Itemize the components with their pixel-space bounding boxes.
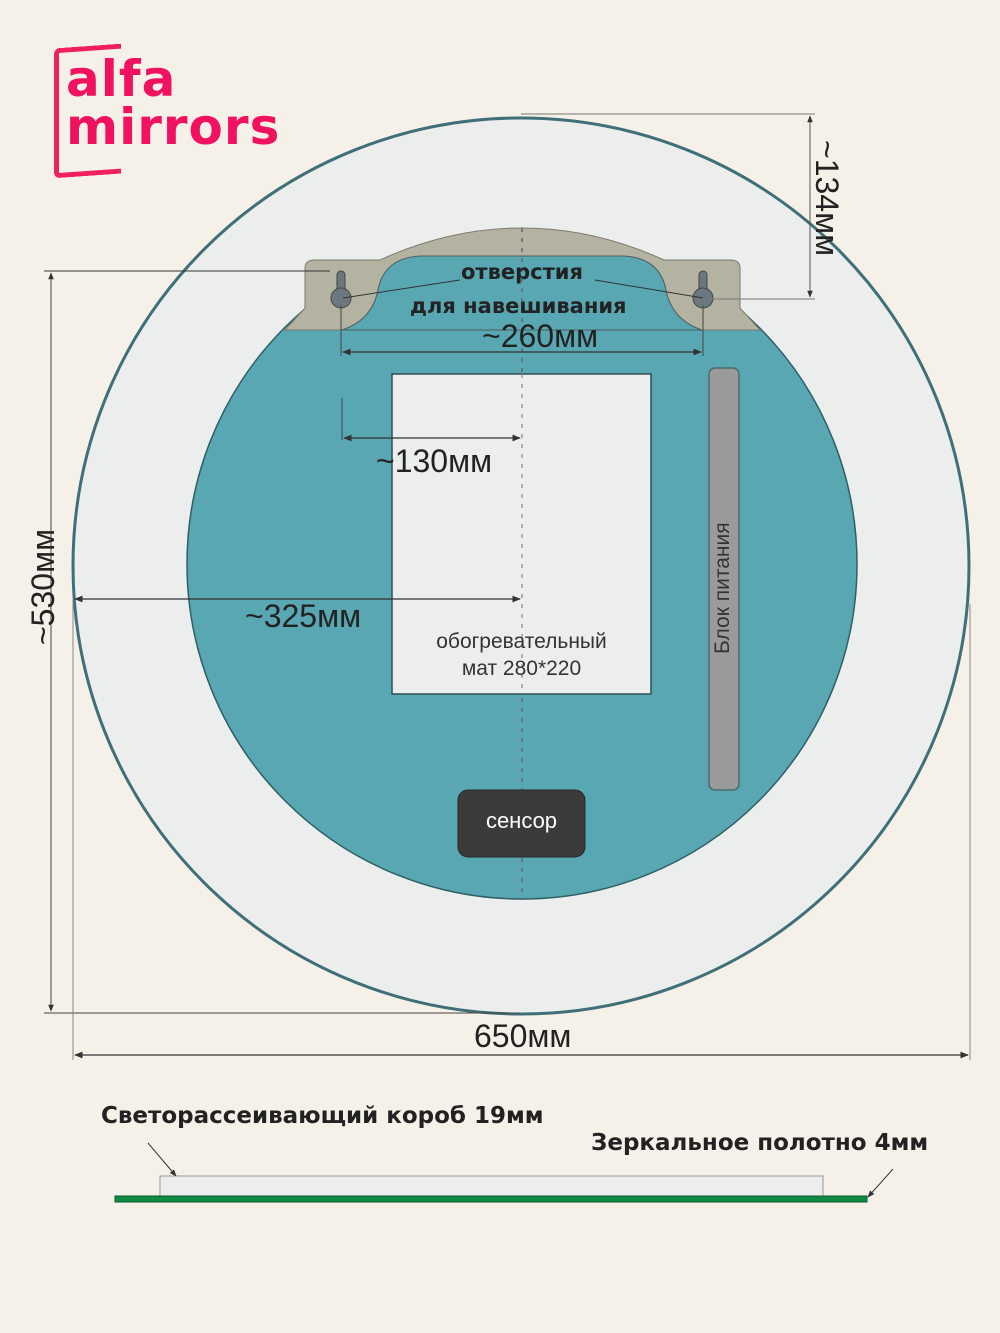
mount-holes-label-2: для навешивания xyxy=(410,294,627,318)
dim-325-label: ~325мм xyxy=(245,598,362,634)
keyhole-left-icon xyxy=(330,270,352,309)
dim-260-label: ~260мм xyxy=(482,318,599,354)
brand-logo: alfa mirrors xyxy=(52,42,322,179)
dim-134-label: ~134мм xyxy=(809,140,845,257)
mirror-sheet-side xyxy=(114,1195,868,1203)
logo-text-alfa: alfa xyxy=(66,50,177,108)
diffuser-box-side xyxy=(159,1175,824,1198)
power-block xyxy=(708,367,740,791)
dim-650-label: 650мм xyxy=(474,1018,572,1054)
mount-holes-label-1: отверстия xyxy=(461,260,583,284)
logo-text-mirrors: mirrors xyxy=(66,98,281,156)
mirror-sheet-label: Зеркальное полотно 4мм xyxy=(591,1130,929,1156)
dim-130-label: ~130мм xyxy=(376,443,493,479)
heating-mat-label-2: мат 280*220 xyxy=(461,657,582,680)
diffuser-box-label: Светорассеивающий короб 19мм xyxy=(101,1103,544,1129)
power-block-label: Блок питания xyxy=(711,522,734,654)
sensor-button xyxy=(457,789,586,858)
bracket-cutout xyxy=(341,255,703,331)
sensor-label: сенсор xyxy=(485,808,558,833)
dim-530-label: ~530мм xyxy=(25,528,61,645)
heating-mat-label-1: обогревательный xyxy=(436,630,607,653)
